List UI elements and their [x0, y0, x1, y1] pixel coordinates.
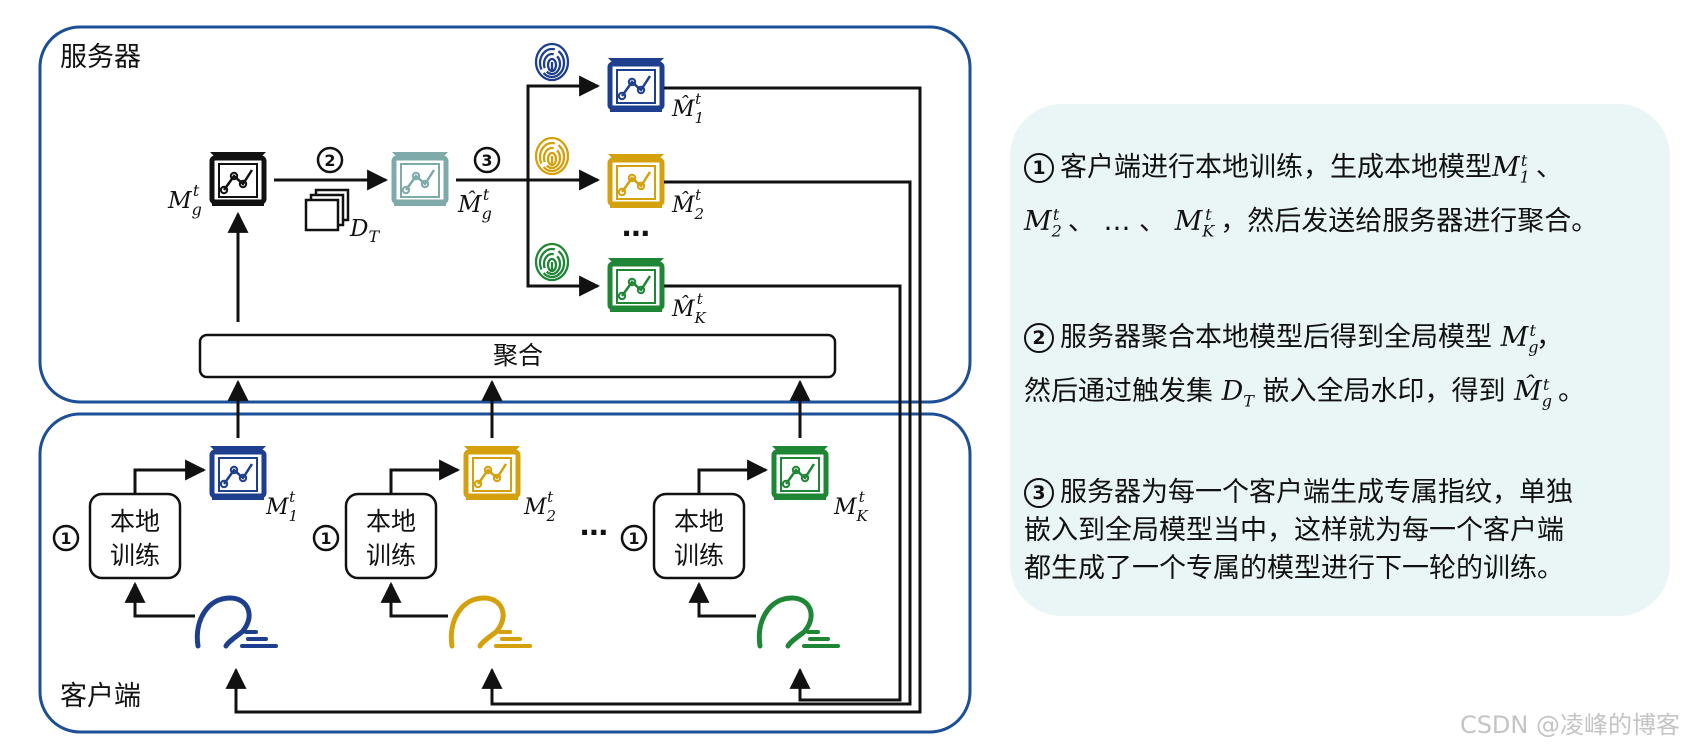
client-column-k: 本地 训练 1 MKt: [620, 379, 869, 646]
step1-marker-circle: [52, 524, 80, 552]
global-model-label: Mgt: [167, 181, 202, 219]
user-to-train-arrow-k: [688, 581, 756, 618]
step-1-model-2: M2t: [1024, 205, 1062, 241]
step-1-model-k: MKt: [1174, 205, 1215, 241]
local-train-label-line1: 本地: [366, 507, 416, 536]
local-train-label-line1: 本地: [674, 507, 724, 536]
step3-marker-circle: [473, 146, 501, 174]
return-path-2: [481, 180, 912, 706]
step-3-line-1: 服务器为每一个客户端生成专属指纹，单独: [1060, 477, 1573, 508]
global-model-icon: [210, 152, 266, 206]
fingerprint-icon-2: [534, 136, 570, 176]
local-model-icon-k: [772, 446, 828, 500]
step1-marker-circle: [312, 524, 340, 552]
aggregate-box: [198, 333, 837, 379]
server-title: 服务器: [60, 42, 141, 73]
watermarked-global-model-icon: [392, 152, 448, 206]
server-frame: [38, 25, 972, 404]
client-model-icon-k: [608, 258, 664, 312]
user-icon-1: [197, 598, 276, 646]
step-2-trigger-set: DT: [1221, 376, 1254, 411]
step-2-text-e: 。: [1558, 376, 1586, 408]
step-2-watermarked-model: M̂gt: [1514, 375, 1553, 411]
client-frame: [38, 412, 972, 734]
step1-marker: 1: [60, 529, 71, 548]
client-model-icon-1: [608, 58, 664, 112]
local-model-label-1: M1t: [265, 488, 298, 525]
user-to-train-arrow-1: [124, 581, 195, 618]
train-to-model-arrow-2: [389, 459, 461, 494]
train-to-model-arrow-k: [697, 459, 769, 494]
step-1-model-1: M1t: [1492, 151, 1530, 187]
step-1-separator-2: 、 … 、: [1067, 206, 1167, 238]
local-train-label-line2: 训练: [674, 541, 724, 570]
step-2-text-d: 嵌入全局水印，得到: [1262, 376, 1506, 408]
client-title: 客户端: [60, 681, 141, 712]
step1-marker: 1: [320, 529, 331, 548]
step-1-marker: 1: [1024, 153, 1054, 183]
distribute-arrow-1: [526, 75, 601, 180]
step2-marker-circle: [316, 146, 344, 174]
step-1-text-b: ，然后发送给服务器进行聚合。: [1220, 206, 1599, 238]
step-2-text-a: 服务器聚合本地模型后得到全局模型: [1060, 322, 1492, 353]
client-ellipsis: ⋯: [580, 516, 608, 549]
user-icon-k: [759, 598, 838, 646]
trigger-set-icon: [304, 188, 350, 232]
local-train-label-line2: 训练: [366, 541, 416, 570]
local-model-icon-2: [464, 446, 520, 500]
local-train-label-line2: 训练: [110, 541, 160, 570]
watermarked-global-label: M̂gt: [457, 185, 492, 223]
step-1-separator-1: 、: [1535, 152, 1563, 183]
fingerprint-icon-1: [534, 42, 570, 82]
user-to-train-arrow-2: [380, 581, 448, 618]
server-ellipsis: ⋯: [622, 217, 650, 250]
step-3-line-3: 都生成了一个专属的模型进行下一轮的训练。: [1024, 553, 1564, 584]
step1-marker-circle: [620, 524, 648, 552]
aggregate-label: 聚合: [493, 341, 543, 370]
step2-marker: 2: [324, 151, 335, 170]
return-path-k: [664, 284, 902, 702]
step-1-text-a: 客户端进行本地训练，生成本地模型: [1060, 152, 1492, 183]
local-model-icon-1: [210, 446, 266, 500]
step-2-marker: 2: [1024, 323, 1054, 353]
step-3-marker: 3: [1024, 478, 1054, 508]
step-2-global-model: Mgt: [1500, 321, 1539, 357]
client-model-label-1: M̂1t: [671, 90, 704, 127]
client-model-label-2: M̂2t: [671, 186, 704, 223]
user-icon-2: [451, 598, 530, 646]
local-model-label-2: M2t: [523, 488, 556, 525]
step1-marker: 1: [628, 529, 639, 548]
client-column-1: 本地 训练 1 M1t: [52, 379, 298, 646]
local-train-label-line1: 本地: [110, 507, 160, 536]
client-model-label-k: M̂Kt: [671, 290, 707, 327]
description-panel: [1010, 104, 1670, 616]
train-to-model-arrow-1: [133, 459, 207, 494]
step3-marker: 3: [481, 151, 492, 170]
local-model-label-k: MKt: [833, 488, 869, 525]
step-3-line-2: 嵌入到全局模型当中，这样就为每一个客户端: [1024, 515, 1564, 546]
client-model-icon-2: [608, 154, 664, 208]
return-path-1: [225, 86, 922, 714]
fingerprint-icon-k: [534, 242, 570, 282]
csdn-watermark: CSDN @凌峰的博客: [1459, 711, 1680, 739]
distribute-arrow-k: [526, 180, 601, 297]
client-column-2: 本地 训练 1 M2t: [312, 379, 556, 646]
trigger-set-label: DT: [349, 216, 380, 246]
step-2-text-c: 然后通过触发集: [1024, 376, 1213, 408]
step-2-text-b: ，: [1535, 322, 1563, 353]
